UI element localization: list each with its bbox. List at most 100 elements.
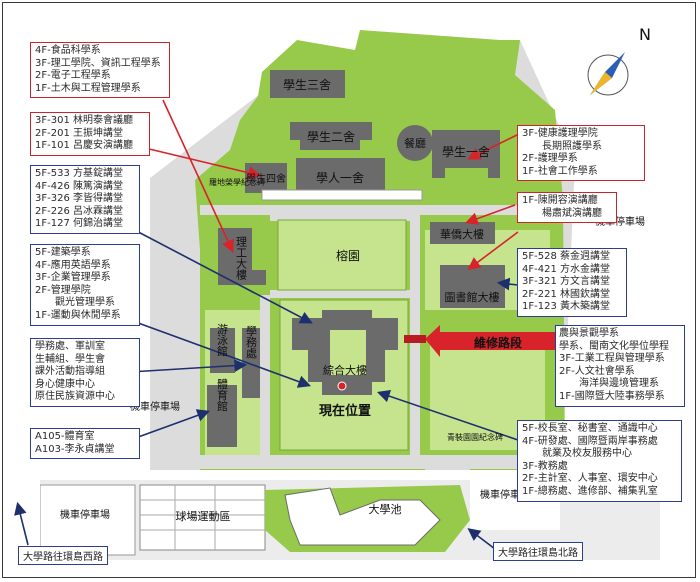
note-line: 3F-321 方文言講堂 bbox=[522, 276, 610, 288]
note-line: 5F-建築學系 bbox=[35, 247, 91, 258]
huaqiao-building bbox=[430, 222, 495, 244]
dorm2 bbox=[290, 122, 372, 150]
label-dorm4: 學生四舍 bbox=[246, 172, 286, 185]
note-line: 4F-426 陳篤演講堂 bbox=[35, 180, 123, 192]
gym-building bbox=[207, 385, 237, 447]
note-line: 1F-土木與工程管理學系 bbox=[35, 82, 141, 94]
note-humanities: 農與景觀學系 學系、閩南文化學位學程 3F-工業工程與管理學系 2F-人文社會學… bbox=[555, 325, 685, 407]
note-line: 3F-326 李皆得講堂 bbox=[35, 193, 123, 205]
road-label-west: 大學路往環島西路 bbox=[18, 546, 108, 565]
label-arts: 學務處 bbox=[245, 325, 258, 359]
note-line: 2F-管理學院 bbox=[35, 284, 91, 296]
note-line: 3F-理工學院、資訊工程學系 bbox=[35, 57, 161, 69]
note-line: 1F-運動與休閒學系 bbox=[35, 309, 121, 321]
note-line: 2F-221 林國欽講堂 bbox=[522, 288, 610, 300]
dorm1 bbox=[432, 130, 500, 178]
pointer-n4 bbox=[129, 319, 312, 388]
label-science: 理工大樓 bbox=[235, 236, 248, 281]
compass-icon bbox=[587, 52, 629, 96]
banyan-garden bbox=[277, 219, 407, 291]
label-monument: 羅地榮學紀念碑 bbox=[209, 177, 265, 187]
note-lecture-rooms-left: 5F-533 方基錠講堂 4F-426 陳篤演講堂 3F-326 李皆得講堂 2… bbox=[30, 165, 140, 234]
note-line: 身心健康中心 bbox=[35, 378, 95, 390]
label-dorm1: 學生一舍 bbox=[442, 144, 490, 159]
label-dining: 餐廳 bbox=[404, 136, 426, 150]
pointer-n9 bbox=[496, 277, 519, 291]
note-line: 1F-127 何錦治講堂 bbox=[35, 218, 123, 230]
label-lake: 大學池 bbox=[369, 502, 402, 516]
library-building bbox=[440, 265, 505, 308]
note-line: 3F-301 林明泰會議廳 bbox=[35, 115, 133, 126]
pointer-n1 bbox=[162, 99, 234, 253]
pointer-n8 bbox=[464, 204, 516, 225]
note-lecture-halls: 3F-301 林明泰會議廳 2F-201 王振坤講堂 1F-101 呂慶安演講廳 bbox=[30, 112, 150, 156]
note-line: 4F-研發處、國際暨兩岸事務處 bbox=[522, 435, 658, 447]
note-library-halls: 5F-528 蔡金週講堂 4F-421 方水金講堂 3F-321 方文言講堂 2… bbox=[517, 248, 627, 317]
note-line: 1F-123 黃木築講堂 bbox=[522, 301, 610, 313]
label-men1: 學人一舍 bbox=[316, 170, 364, 185]
note-line: 3F-工業工程與管理學系 bbox=[559, 353, 665, 365]
label-moto3: 機車停車場 bbox=[60, 508, 110, 521]
note-line: 5F-528 蔡金週講堂 bbox=[522, 251, 610, 262]
note-line: 3F-教務處 bbox=[522, 460, 568, 472]
note-management-building: 5F-建築學系 4F-應用英語學系 3F-企業管理學系 2F-管理學院 觀光管理… bbox=[30, 244, 140, 326]
note-line: 1F-國際暨大陸事務學系 bbox=[559, 390, 665, 402]
you-are-here-dot bbox=[337, 381, 347, 391]
note-line: A103-李永貞講堂 bbox=[35, 443, 115, 455]
repair-arrow bbox=[425, 325, 555, 357]
label-dorm3: 學生三舍 bbox=[283, 77, 331, 92]
dining bbox=[397, 125, 433, 161]
note-line: 1F-101 呂慶安演講廳 bbox=[35, 140, 133, 152]
label-huaqiao: 華僑大樓 bbox=[440, 227, 484, 241]
pointer-n11 bbox=[376, 390, 519, 441]
label-library: 圖書館大樓 bbox=[445, 290, 500, 304]
note-line: 觀光管理學系 bbox=[35, 297, 115, 309]
label-dorm2: 學生二舍 bbox=[307, 129, 355, 144]
note-gym: A105-體育室 A103-李永貞講堂 bbox=[30, 428, 140, 460]
note-line: 2F-201 王振坤講堂 bbox=[35, 127, 123, 139]
note-line: 原住民族資源中心 bbox=[35, 391, 115, 403]
note-line: 海洋與邊境管理系 bbox=[559, 378, 659, 390]
label-gym: 體育館 bbox=[216, 378, 229, 412]
note-line: 4F-421 方水金講堂 bbox=[522, 263, 610, 275]
note-line: 農與景觀學系 bbox=[559, 328, 619, 339]
note-line: 學務處、軍訓室 bbox=[35, 341, 105, 352]
note-line: 生輔組、學生會 bbox=[35, 353, 105, 365]
note-health-building: 3F-健康護理學院 長期照護學系 2F-護理學系 1F-社會工作學系 bbox=[517, 125, 645, 182]
note-line: 4F-應用英語學系 bbox=[35, 259, 111, 271]
note-line: 楊肅斌演講廳 bbox=[522, 207, 602, 219]
note-line: 3F-企業管理學系 bbox=[35, 272, 111, 284]
note-line: 2F-護理學系 bbox=[522, 153, 578, 165]
note-line: 1F-總務處、進修部、補集乳室 bbox=[522, 485, 658, 497]
note-line: 2F-主計室、人事室、環安中心 bbox=[522, 473, 658, 485]
ball-field bbox=[139, 484, 266, 551]
label-north: N bbox=[639, 25, 651, 44]
note-line: 5F-533 方基錠講堂 bbox=[35, 168, 123, 179]
label-pine-garden: 榕園 bbox=[336, 248, 360, 263]
pointer-n2 bbox=[144, 147, 262, 179]
note-line: 2F-人文社會學系 bbox=[559, 365, 635, 377]
label-ball: 球場運動區 bbox=[176, 509, 231, 523]
note-line: 2F-226 呂冰霖講堂 bbox=[35, 205, 123, 217]
label-here: 現在位置 bbox=[319, 403, 371, 419]
pointer-n5 bbox=[129, 359, 248, 373]
note-line: 課外活動指導組 bbox=[35, 366, 105, 378]
note-line: A105-體育室 bbox=[35, 431, 95, 442]
note-student-affairs: 學務處、軍訓室 生輔組、學生會 課外活動指導組 身心健康中心 原住民族資源中心 bbox=[30, 338, 140, 407]
label-repair: 維修路段 bbox=[474, 335, 523, 350]
arts-building bbox=[242, 328, 260, 398]
road-label-north: 大學路往環島北路 bbox=[493, 542, 583, 561]
note-line: 5F-校長室、秘書室、通識中心 bbox=[522, 423, 658, 434]
note-line: 4F-食品科學系 bbox=[35, 45, 101, 56]
pointer-n6 bbox=[129, 409, 211, 441]
label-moto1: 機車停車場 bbox=[130, 400, 180, 413]
label-main: 綜合大樓 bbox=[323, 363, 367, 377]
pointer-road-left bbox=[14, 501, 29, 546]
note-science-building: 4F-食品科學系 3F-理工學院、資訊工程學系 2F-電子工程學系 1F-土木與… bbox=[30, 42, 170, 99]
pointer-road-right bbox=[467, 528, 496, 550]
note-huaqiao-halls: 1F-陳開容演講廳 楊肅斌演講廳 bbox=[517, 192, 617, 224]
note-line: 學系、閩南文化學位學程 bbox=[559, 340, 669, 352]
note-line: 1F-陳開容演講廳 bbox=[522, 195, 598, 206]
